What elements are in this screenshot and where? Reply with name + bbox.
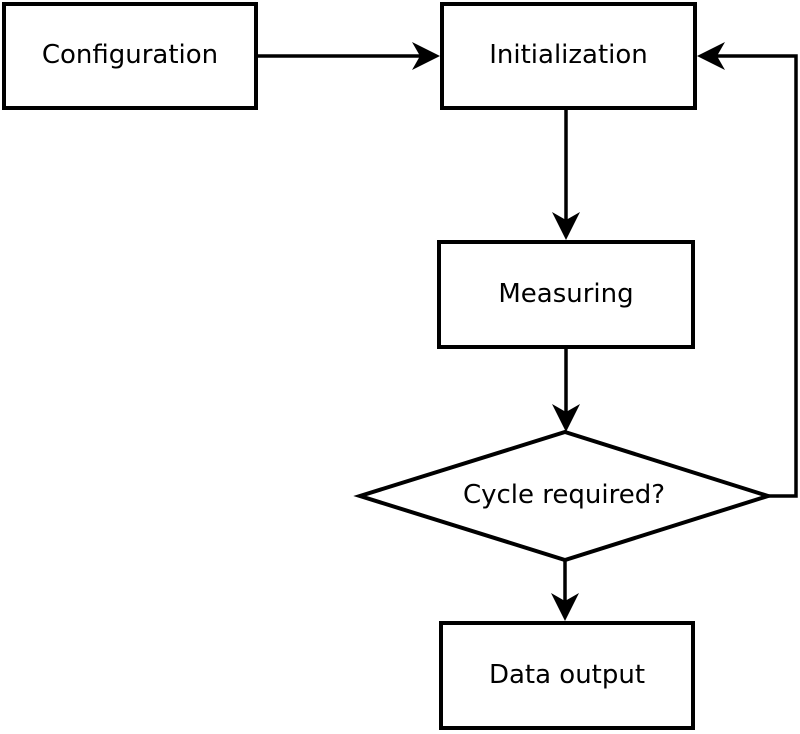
edge-configuration-to-initialization [258,42,440,70]
node-initialization-label: Initialization [489,40,648,71]
edge-initialization-to-measuring [552,110,580,240]
arrowhead-right-icon [412,42,440,70]
node-measuring-label: Measuring [498,278,634,309]
decision-diamond [353,429,775,563]
node-data-output: Data output [439,621,695,730]
node-configuration-label: Configuration [41,40,219,71]
arrowhead-left-icon [697,42,725,70]
edge-cycle-required-to-initialization-loop [697,42,798,498]
node-measuring: Measuring [437,240,695,349]
edge-cycle-required-to-data-output [551,560,579,621]
arrowhead-down-icon [552,404,580,432]
node-data-output-label: Data output [488,659,646,690]
edge-measuring-to-cycle-required [552,349,580,432]
arrowhead-down-icon [551,593,579,621]
arrowhead-down-icon [552,212,580,240]
node-configuration: Configuration [2,2,258,110]
node-initialization: Initialization [440,2,697,110]
